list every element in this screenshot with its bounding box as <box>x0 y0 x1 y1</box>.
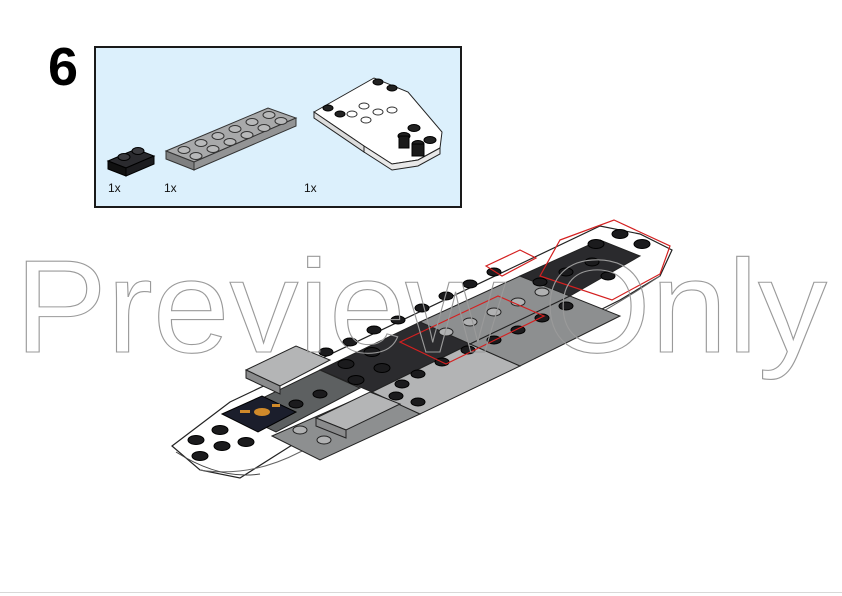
parts-illustration <box>106 77 443 177</box>
part-quantity: 1x <box>108 181 121 195</box>
gray-studs <box>292 287 550 445</box>
part-white-wedge <box>313 77 443 171</box>
part-quantity: 1x <box>304 181 317 195</box>
studs <box>187 229 651 461</box>
part-black-plate <box>106 147 156 177</box>
step-number: 6 <box>48 37 79 97</box>
printed-control-tile <box>220 395 298 433</box>
part-gray-plate <box>164 107 298 171</box>
page-footer-rule <box>0 592 842 593</box>
parts-callout: 1x 1x 1x <box>94 46 462 208</box>
new-parts-highlight <box>398 219 671 365</box>
part-quantity: 1x <box>164 181 177 195</box>
gray-ridged-bricks <box>244 345 402 439</box>
